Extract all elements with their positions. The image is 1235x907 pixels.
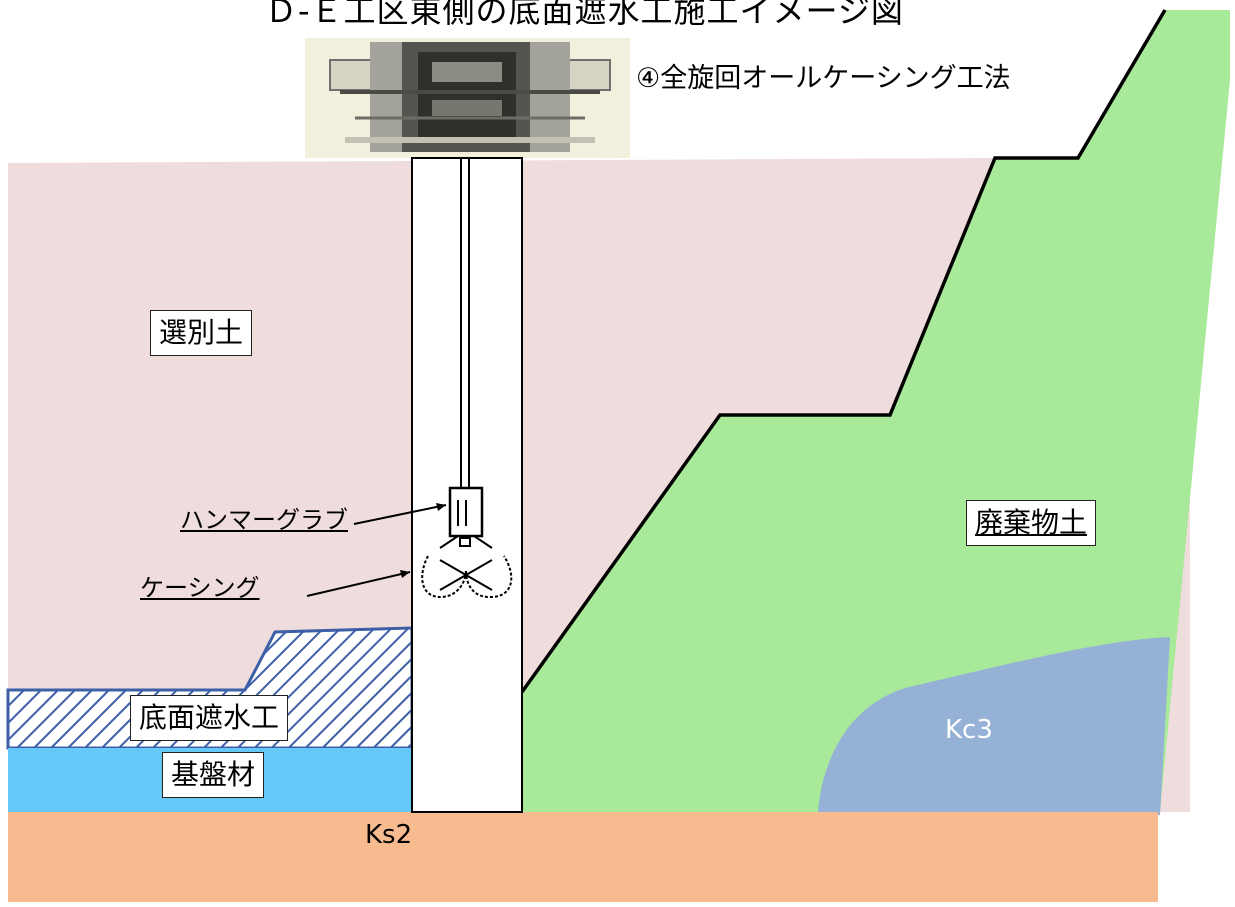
diagram-title: Ｄ‐Ｅ工区東側の底面遮水工施工イメージ図 xyxy=(265,0,904,30)
hammer-grab-arrow xyxy=(353,504,447,525)
waste-soil-label: 廃棄物土 xyxy=(966,500,1097,546)
selected-soil-label: 選別土 xyxy=(150,310,253,356)
ks2-label: Ks2 xyxy=(365,820,413,850)
casing-machine-image xyxy=(305,38,630,158)
kc3-label: Kc3 xyxy=(945,715,993,745)
waste-soil-zone xyxy=(522,10,1230,812)
hammer-grab-callout: ハンマーグラブ xyxy=(180,506,348,534)
casing-callout: ケーシング xyxy=(140,574,260,602)
waste-soil-boundary xyxy=(520,9,1167,694)
method-label: ④全旋回オールケーシング工法 xyxy=(636,63,1011,94)
kc3-zone xyxy=(818,637,1170,815)
base-material-label: 基盤材 xyxy=(162,752,265,798)
hammer-grab xyxy=(421,486,513,599)
drill-rod xyxy=(460,157,470,489)
casing-arrow xyxy=(306,571,411,597)
bottom-liner-label: 底面遮水工 xyxy=(130,695,289,741)
ks2-zone xyxy=(8,812,1158,902)
